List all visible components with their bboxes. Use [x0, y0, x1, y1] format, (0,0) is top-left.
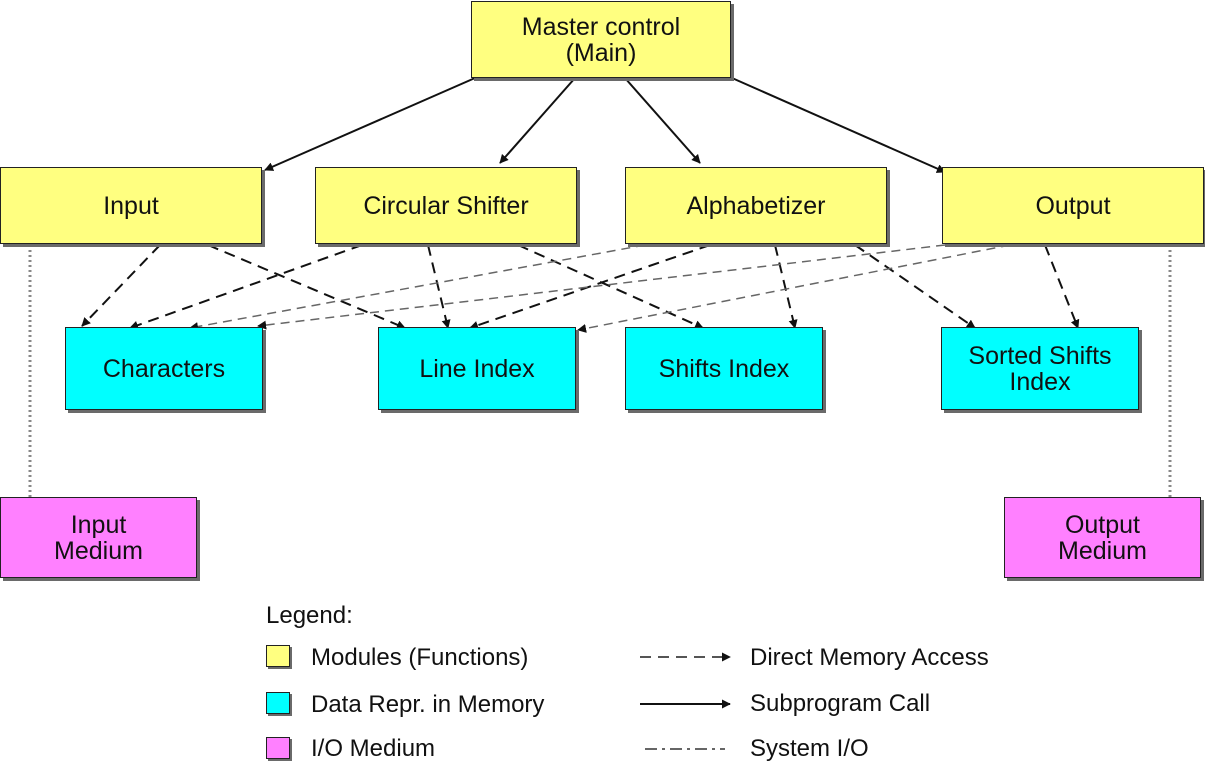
access-alphabetizer-shifts-index	[774, 244, 798, 329]
access-circular-shifter-shifts-index	[517, 244, 704, 329]
legend-direct-memory-access-label: Direct Memory Access	[750, 644, 989, 671]
module-alphabetizer: Alphabetizer	[625, 167, 887, 244]
data-line-index: Line Index	[378, 327, 576, 410]
legend-io-label: I/O Medium	[311, 735, 436, 762]
access-alphabetizer-line-index	[469, 244, 711, 330]
legend-title: Legend:	[266, 602, 353, 629]
call-master-circular-shifter	[499, 77, 576, 164]
call-master-alphabetizer	[624, 77, 701, 164]
legend-system-io-label: System I/O	[750, 735, 869, 762]
access-alphabetizer-characters	[189, 244, 646, 331]
legend-module-swatch	[266, 645, 290, 667]
data-shifts-index: Shifts Index	[625, 327, 823, 410]
call-master-output	[731, 77, 946, 173]
module-input: Input	[0, 167, 262, 244]
data-characters: Characters	[65, 327, 263, 410]
access-output-sorted-shifts-index	[1044, 244, 1080, 329]
legend-modules-label: Modules (Functions)	[311, 644, 529, 671]
module-output: Output	[942, 167, 1204, 244]
legend-data-label: Data Repr. in Memory	[311, 691, 545, 718]
call-master-input	[264, 77, 476, 171]
access-output-line-index	[577, 244, 1011, 333]
io-output-medium: Output Medium	[1004, 497, 1201, 578]
access-circular-shifter-line-index	[427, 244, 451, 329]
access-circular-shifter-characters	[129, 244, 363, 330]
io-input-medium: Input Medium	[0, 497, 197, 578]
data-sorted-shifts-index: Sorted Shifts Index	[941, 327, 1139, 410]
legend-data-swatch	[266, 692, 290, 714]
module-master-control: Master control (Main)	[471, 1, 731, 78]
legend-subprogram-call-label: Subprogram Call	[750, 690, 931, 717]
access-output-characters	[257, 244, 946, 330]
access-input-line-index	[207, 244, 406, 330]
access-input-characters	[81, 244, 161, 327]
access-alphabetizer-sorted-shifts-index	[854, 244, 976, 329]
legend-io-swatch	[266, 737, 290, 759]
module-circular-shifter: Circular Shifter	[315, 167, 577, 244]
